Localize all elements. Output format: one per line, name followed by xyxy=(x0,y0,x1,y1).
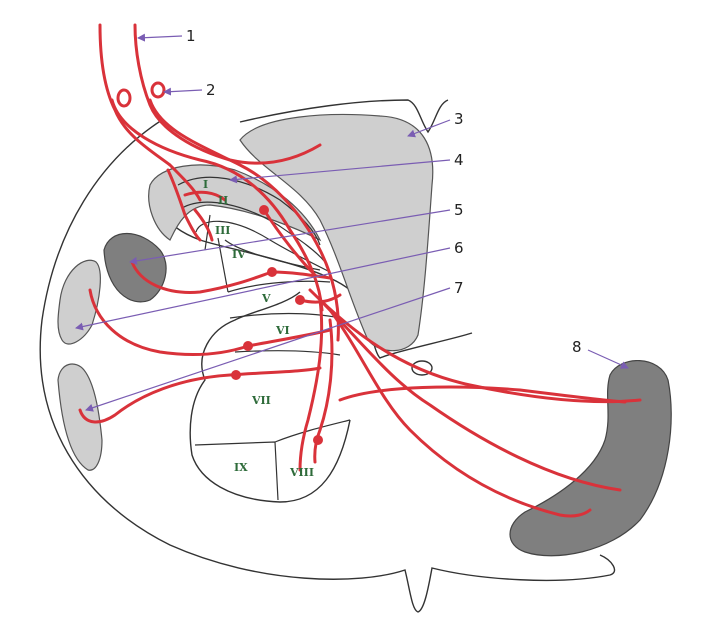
dorsal-column-nucleus xyxy=(239,113,434,352)
lamina-label-ii: II xyxy=(218,194,228,207)
lamina-label-ix: IX xyxy=(234,461,248,474)
lamina-vii-soma xyxy=(231,370,241,380)
lamina-label-vii: VII xyxy=(251,394,271,407)
lateral-column-lower xyxy=(57,363,103,471)
dorsal-root-fiber-1 xyxy=(98,23,202,202)
lamina-label-iii: III xyxy=(215,224,230,237)
lamina-label-vi: VI xyxy=(275,324,290,337)
dorsal-root-fiber-3 xyxy=(110,98,324,312)
pointer-lines xyxy=(75,33,629,412)
lamina-v-axon xyxy=(298,293,342,304)
pointer-3 xyxy=(407,119,451,138)
lamina-label-iv: IV xyxy=(232,248,246,261)
lamina-boundary-5 xyxy=(229,312,341,319)
lamina-label-v: V xyxy=(261,292,271,305)
central-canal xyxy=(411,360,433,376)
label-5: 5 xyxy=(454,201,464,219)
number-labels: 1 2 3 4 5 6 7 8 xyxy=(186,27,582,356)
commissural-fiber-2 xyxy=(318,298,622,492)
ventral-target-nucleus xyxy=(509,360,672,557)
commissural-fiber-3 xyxy=(328,308,592,518)
ganglion-loop-2 xyxy=(150,81,166,99)
cord-top-outline xyxy=(239,99,449,134)
ventral-to-right-fiber xyxy=(338,385,627,404)
lamina-branch-1 xyxy=(166,168,202,242)
lamina-ii-soma xyxy=(259,205,269,215)
pointer-1 xyxy=(137,33,183,42)
dorsal-root-fiber-4 xyxy=(148,98,340,342)
label-6: 6 xyxy=(454,239,464,257)
lamina-boundary-6 xyxy=(234,350,341,356)
ganglion-loop-1 xyxy=(116,88,132,108)
lamina-vi-axon xyxy=(246,328,332,348)
lamina-label-i: I xyxy=(203,178,208,191)
pointer-2 xyxy=(163,87,203,96)
pointer-5 xyxy=(129,209,451,265)
lamina-boundary-1 xyxy=(177,176,321,246)
lamina-ii-neuron xyxy=(262,208,317,277)
ventral-fiber-2 xyxy=(313,318,334,464)
label-2: 2 xyxy=(206,81,216,99)
label-1: 1 xyxy=(186,27,196,45)
label-3: 3 xyxy=(454,110,464,128)
label-7: 7 xyxy=(454,279,464,297)
lamina-branch-2 xyxy=(183,190,227,202)
lateral-projection-2 xyxy=(78,366,322,424)
fiber-group xyxy=(78,23,642,518)
dorsal-root-fiber-2 xyxy=(133,23,322,165)
commissural-fiber-1 xyxy=(308,288,642,404)
lamina-label-viii: VIII xyxy=(289,466,314,479)
pointer-6 xyxy=(75,247,451,331)
label-4: 4 xyxy=(454,151,464,169)
pointer-7 xyxy=(85,287,451,412)
cord-outline xyxy=(39,119,616,613)
label-8: 8 xyxy=(572,338,582,356)
lamina-labels: I II III IV V VI VII VIII IX xyxy=(203,178,314,479)
lamina-viii-soma xyxy=(313,435,323,445)
ventral-horn-outline xyxy=(189,291,351,503)
lamina-iv-collateral xyxy=(270,270,332,280)
pointer-8 xyxy=(587,349,629,369)
lamina-iv-axon xyxy=(130,260,274,294)
lamina-branch-3 xyxy=(193,208,214,242)
ventral-fiber-1 xyxy=(298,298,324,472)
lateral-projection-1 xyxy=(88,288,250,356)
lamina-boundary-7 xyxy=(194,419,351,501)
pointer-4 xyxy=(229,159,451,184)
